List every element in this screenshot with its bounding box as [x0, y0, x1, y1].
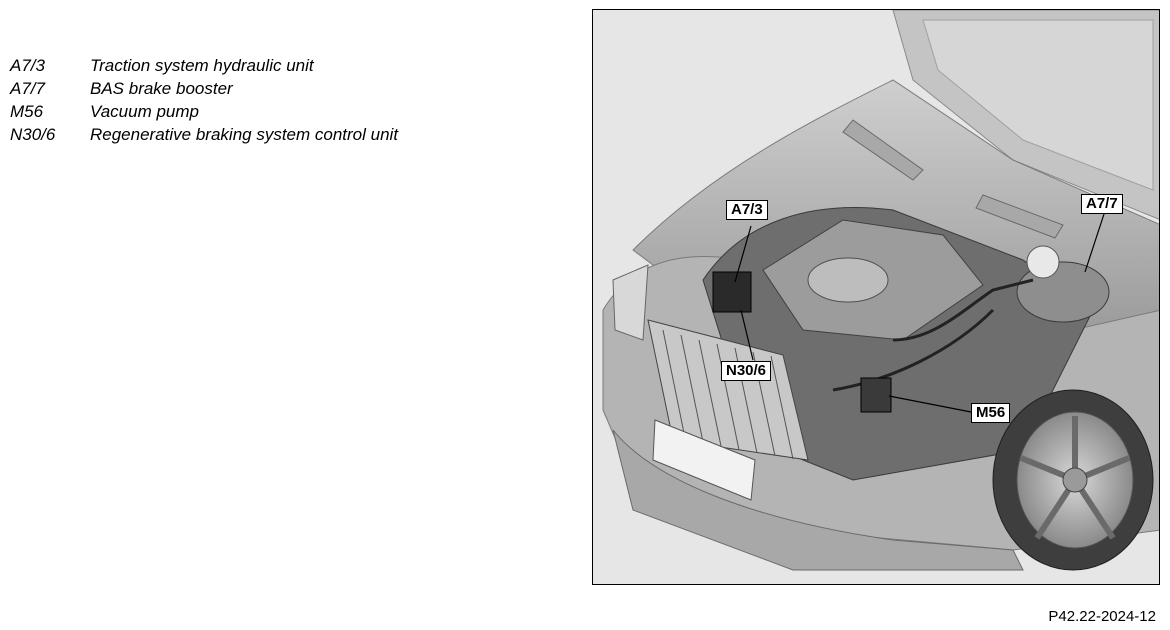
legend-row: A7/3 Traction system hydraulic unit — [10, 56, 398, 79]
hood-vent — [842, 119, 924, 181]
hydraulic-unit — [712, 271, 752, 313]
legend-code: A7/7 — [10, 79, 45, 98]
callout-a7-7: A7/7 — [1081, 194, 1123, 214]
front-bumper — [612, 429, 1024, 571]
vehicle-figure: A7/3 A7/7 N30/6 M56 — [592, 9, 1160, 585]
wheel-hub — [1062, 467, 1088, 493]
leader-line-m56 — [888, 395, 972, 413]
legend-row: N30/6 Regenerative braking system contro… — [10, 125, 398, 148]
leader-line-a7-3 — [734, 225, 752, 283]
cabin-interior — [922, 19, 1154, 191]
brake-line — [892, 278, 1034, 342]
leader-line-n30-6 — [740, 309, 754, 361]
legend: A7/3 Traction system hydraulic unit A7/7… — [10, 56, 398, 148]
vacuum-pump — [860, 377, 892, 413]
figure-reference: P42.22-2024-12 — [1048, 608, 1156, 625]
engine-logo — [807, 257, 889, 303]
legend-code: M56 — [10, 102, 44, 121]
callout-n30-6: N30/6 — [721, 361, 772, 381]
legend-description: Vacuum pump — [90, 102, 199, 121]
reservoir — [1026, 245, 1060, 279]
legend-description: Traction system hydraulic unit — [90, 56, 314, 75]
hood-vent — [975, 194, 1064, 239]
legend-code: A7/3 — [10, 56, 45, 75]
legend-code: N30/6 — [10, 125, 56, 144]
car-illustration — [593, 10, 1159, 584]
license-plate — [652, 419, 756, 501]
leader-line-a7-7 — [1084, 210, 1106, 273]
legend-row: A7/7 BAS brake booster — [10, 79, 398, 102]
callout-a7-3: A7/3 — [726, 200, 768, 220]
leader-lines — [734, 210, 1106, 413]
legend-row: M56 Vacuum pump — [10, 102, 398, 125]
callout-m56: M56 — [971, 403, 1011, 423]
legend-description: Regenerative braking system control unit — [90, 125, 399, 144]
brake-line — [832, 308, 995, 392]
legend-description: BAS brake booster — [90, 79, 233, 98]
headlight — [612, 264, 649, 341]
